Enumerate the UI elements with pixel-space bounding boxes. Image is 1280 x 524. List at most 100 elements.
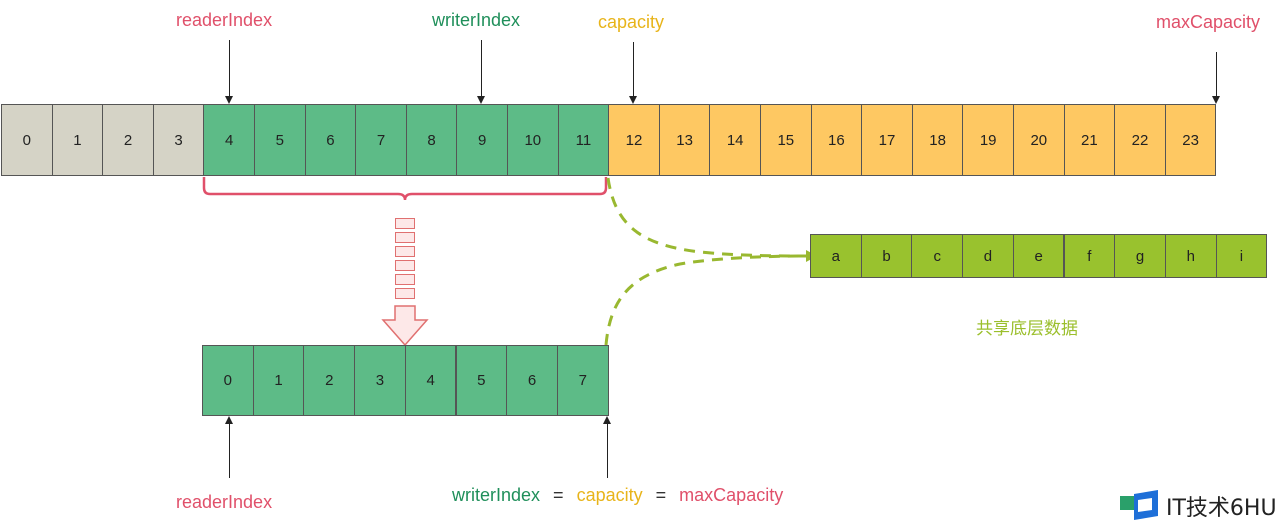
capacity-arrowhead [629, 96, 637, 104]
slice-reader-index-label: readerIndex [176, 492, 273, 512]
slice-writer-index-label: writerIndex [452, 485, 541, 505]
top-buffer-cell: 16 [810, 104, 863, 176]
shared-buffer-cell: g [1114, 234, 1166, 278]
top-buffer-cell: 4 [203, 104, 255, 176]
top-buffer-cell: 15 [760, 104, 812, 176]
top-buffer-cell-label: 1 [73, 131, 82, 149]
slice-reader-arrow [229, 424, 230, 478]
top-buffer-cell: 18 [911, 104, 964, 176]
top-buffer-cell: 14 [709, 104, 761, 176]
writer-index-label: writerIndex [432, 10, 521, 30]
slice-buffer-cell-label: 6 [527, 372, 537, 389]
shared-data-caption: 共享底层数据 [976, 319, 1078, 339]
shared-buffer-cell-label: f [1087, 247, 1092, 265]
slice-buffer-cell-label: 0 [223, 372, 233, 389]
shared-buffer-cell-label: d [983, 247, 993, 265]
slice-arrow-stripe [395, 232, 415, 243]
slice-buffer-cell-label: 5 [477, 372, 486, 389]
equals-sign: = [655, 485, 667, 505]
shared-buffer-cell: a [810, 234, 862, 278]
top-buffer-cell-label: 0 [22, 131, 31, 149]
shared-buffer-cell: b [860, 234, 913, 278]
slice-buffer-cell-label: 3 [375, 372, 385, 389]
top-buffer-cell-label: 4 [225, 131, 234, 149]
watermark-logo-icon [1120, 490, 1158, 520]
top-buffer-cell-label: 18 [929, 131, 946, 149]
capacity-arrow [633, 42, 634, 96]
max-capacity-arrow [1216, 52, 1217, 96]
top-buffer-cell-label: 21 [1081, 131, 1098, 149]
shared-buffer-cell-label: i [1239, 247, 1244, 265]
slice-max-capacity-label: maxCapacity [679, 485, 784, 505]
shared-buffer-cell: f [1063, 234, 1116, 278]
slice-arrow-stripe [395, 288, 415, 299]
top-buffer-cell-label: 8 [427, 131, 436, 149]
top-buffer-cell: 23 [1164, 104, 1217, 176]
capacity-label: capacity [598, 12, 665, 32]
top-buffer-cell-label: 22 [1131, 131, 1149, 149]
top-buffer-cell: 12 [608, 104, 660, 176]
shared-buffer-cell-label: e [1034, 247, 1043, 265]
top-buffer-cell: 17 [861, 104, 913, 176]
top-buffer-cell-label: 12 [625, 131, 643, 149]
top-buffer-cell: 8 [405, 104, 458, 176]
slice-equation: writerIndex = capacity = maxCapacity [452, 485, 783, 506]
slice-buffer-cell-label: 1 [274, 372, 283, 389]
top-buffer-cell: 9 [456, 104, 508, 176]
slice-buffer-cell: 7 [556, 345, 609, 416]
slice-arrow-stripe [395, 218, 415, 229]
slice-arrow-stripe [395, 246, 415, 257]
top-buffer-cell-label: 7 [376, 131, 386, 149]
slice-buffer-cell: 3 [354, 345, 406, 416]
top-buffer-cell-label: 14 [726, 131, 744, 149]
top-buffer-cell-label: 3 [174, 131, 183, 149]
equals-sign: = [553, 485, 564, 505]
slice-capacity-label: capacity [576, 485, 643, 505]
slice-buffer-cell-label: 7 [578, 372, 587, 389]
reader-index-arrow [229, 40, 230, 96]
slice-arrow-stripe [395, 274, 415, 285]
shared-buffer-cell-label: b [882, 247, 891, 265]
shared-buffer-cell-label: c [933, 247, 941, 265]
top-buffer-cell: 2 [102, 104, 154, 176]
shared-buffer-cell-label: a [831, 247, 841, 265]
watermark: IT技术6HU [1118, 490, 1277, 522]
top-buffer-cell: 20 [1013, 104, 1065, 176]
writer-index-arrow [481, 40, 482, 96]
shared-buffer-cell: e [1012, 234, 1065, 278]
top-buffer-cell-label: 10 [524, 131, 542, 149]
max-capacity-label: maxCapacity [1156, 12, 1261, 32]
top-buffer-cell: 13 [658, 104, 711, 176]
top-buffer-cell-label: 23 [1182, 131, 1199, 149]
reader-index-arrowhead [225, 96, 233, 104]
slice-buffer-cell-label: 4 [426, 372, 435, 389]
slice-buffer-cell: 5 [455, 345, 508, 416]
shared-buffer-cell: c [911, 234, 964, 278]
slice-arrow-stripe [395, 260, 415, 271]
shared-buffer-cell-label: h [1186, 247, 1195, 265]
top-buffer-cell-label: 15 [777, 131, 795, 149]
top-buffer-cell-label: 20 [1030, 131, 1048, 149]
watermark-text: IT技术6HU [1166, 496, 1277, 521]
top-buffer-cell-label: 13 [676, 131, 693, 149]
slice-buffer-cell: 0 [202, 345, 254, 416]
top-buffer-cell: 22 [1114, 104, 1166, 176]
shared-link-bottom [604, 254, 807, 346]
slice-reader-arrowhead [225, 416, 233, 424]
readable-brace [202, 177, 608, 201]
top-buffer-cell-label: 16 [828, 131, 845, 149]
top-buffer-cell-label: 11 [575, 131, 592, 149]
top-buffer-cell: 0 [1, 104, 53, 176]
top-buffer-cell: 21 [1063, 104, 1116, 176]
shared-buffer-cell: d [962, 234, 1014, 278]
slice-buffer-cell: 6 [506, 345, 558, 416]
writer-index-arrowhead [477, 96, 485, 104]
top-buffer-cell: 6 [304, 104, 357, 176]
shared-buffer-cell-label: g [1135, 247, 1145, 265]
slice-buffer-cell: 2 [303, 345, 356, 416]
top-buffer-cell-label: 5 [275, 131, 284, 149]
top-buffer-cell-label: 9 [478, 131, 487, 149]
top-buffer-cell: 7 [355, 104, 407, 176]
